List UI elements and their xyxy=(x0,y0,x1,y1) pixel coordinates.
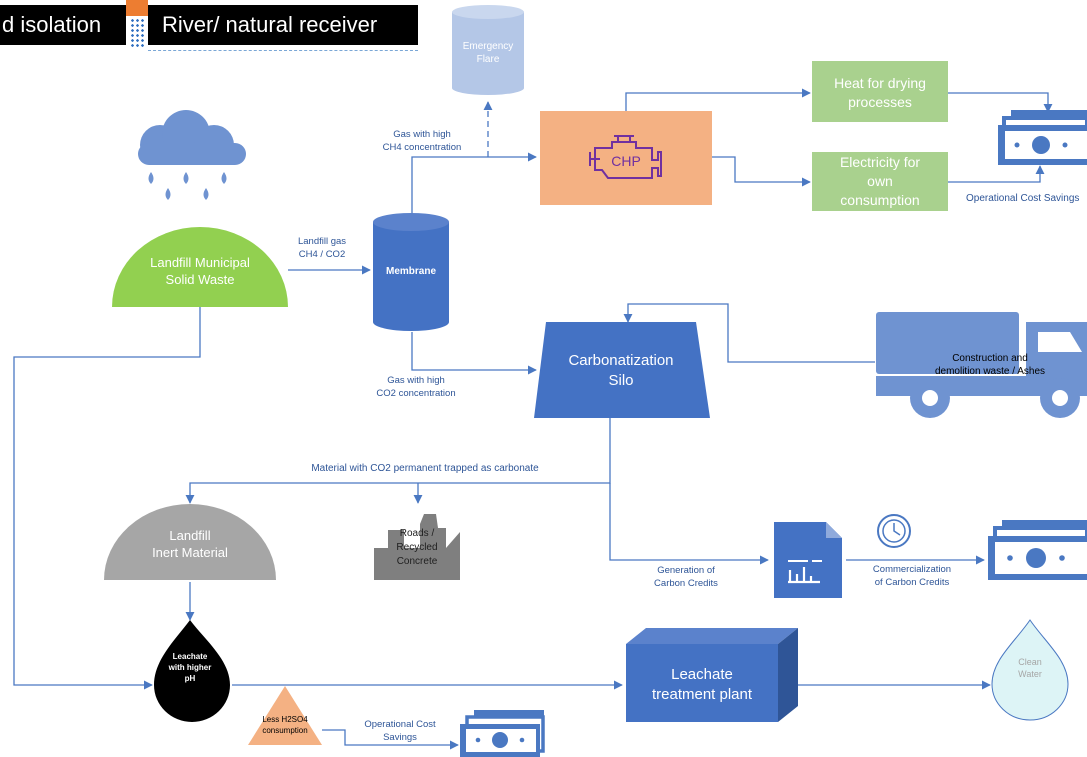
leachate-drop: Leachate with higher pH xyxy=(154,620,230,722)
heat-label-1: Heat for drying xyxy=(834,75,926,91)
commercialization-label-2: of Carbon Credits xyxy=(875,577,950,588)
h2so4-label-2: consumption xyxy=(262,726,307,735)
generation-credits-label-2: Carbon Credits xyxy=(654,578,718,589)
msw-label-2: Solid Waste xyxy=(166,272,235,287)
gas-co2-label-2: CO2 concentration xyxy=(376,388,455,399)
op-cost-bottom-label-2: Savings xyxy=(383,732,417,743)
truck-icon xyxy=(876,312,1087,418)
op-cost-bottom-label-1: Operational Cost xyxy=(364,719,436,730)
electricity-label-1: Electricity for xyxy=(840,154,920,170)
gas-ch4-label-2: CH4 concentration xyxy=(383,142,462,153)
emergency-flare: Emergency Flare xyxy=(452,5,524,95)
commercialization-label-1: Commercialization xyxy=(873,564,951,575)
arrow-silo-to-report xyxy=(609,483,769,565)
engine-icon xyxy=(589,135,662,179)
silo-label-1: Carbonatization xyxy=(568,352,673,369)
line-silo-down xyxy=(185,418,611,504)
arrow-chp-to-electricity xyxy=(712,156,811,187)
leachate-drop-label-3: pH xyxy=(185,674,196,683)
flare-label-1: Emergency xyxy=(463,41,514,52)
op-cost-top-label: Operational Cost Savings xyxy=(966,193,1079,204)
electricity-label-2: own xyxy=(867,173,893,189)
generation-credits-label-1: Generation of xyxy=(657,565,715,576)
dotted-icon xyxy=(130,18,146,48)
msw-label-1: Landfill Municipal xyxy=(150,255,250,270)
header-tab-right: River/ natural receiver xyxy=(148,5,418,45)
arrow-h2so4-to-money xyxy=(322,729,459,750)
landfill-msw: Landfill Municipal Solid Waste xyxy=(112,227,288,307)
leachate-drop-label-2: with higher xyxy=(168,663,212,672)
carbon-credit-report-icon xyxy=(774,522,842,598)
h2so4-label-1: Less H2SO4 xyxy=(262,715,308,724)
clock-icon xyxy=(877,514,911,548)
material-co2-label: Material with CO2 permanent trapped as c… xyxy=(311,463,539,474)
factory-icon xyxy=(374,514,460,580)
arrow-heat-to-money xyxy=(948,92,1053,113)
truck-label-1: Construction and xyxy=(952,353,1028,364)
arrow-electricity-to-money xyxy=(948,165,1045,183)
money-icon-middle xyxy=(988,520,1087,580)
header-divider xyxy=(148,50,418,51)
inert-label-2: Inert Material xyxy=(152,545,228,560)
truck-label-2: demolition waste / Ashes xyxy=(935,366,1045,377)
connectors xyxy=(13,88,1053,750)
clean-water-label-2: Water xyxy=(1018,669,1042,679)
flare-label-2: Flare xyxy=(477,54,500,65)
landfill-gas-label-2: CH4 / CO2 xyxy=(299,249,345,260)
leachate-treatment-plant: Leachate treatment plant xyxy=(626,628,798,722)
arrow-truck-to-silo xyxy=(623,303,875,363)
less-h2so4-triangle: Less H2SO4 consumption xyxy=(248,686,322,745)
orange-strip xyxy=(126,0,148,16)
money-icon-bottom xyxy=(460,710,545,757)
roads-label-3: Concrete xyxy=(397,556,438,567)
clean-water-drop: Clean Water xyxy=(991,619,1069,721)
header-tab-left: d isolation xyxy=(0,5,126,45)
arrow-membrane-to-silo xyxy=(411,332,537,375)
membrane-cylinder: Membrane xyxy=(373,213,449,331)
membrane-label: Membrane xyxy=(386,266,436,277)
gas-ch4-label-1: Gas with high xyxy=(393,129,451,140)
clean-water-label-1: Clean xyxy=(1018,657,1042,667)
money-icon-top xyxy=(998,110,1087,165)
plant-label-1: Leachate xyxy=(671,666,733,683)
chp-box: CHP xyxy=(540,111,712,205)
gas-co2-label-1: Gas with high xyxy=(387,375,445,386)
arrow-chp-to-heat xyxy=(625,88,811,111)
heat-box: Heat for drying processes xyxy=(812,61,948,122)
silo-label-2: Silo xyxy=(608,372,633,389)
plant-label-2: treatment plant xyxy=(652,686,753,703)
chp-label: CHP xyxy=(611,153,641,169)
rain-cloud-icon xyxy=(138,110,246,200)
carbonatization-silo: Carbonatization Silo xyxy=(534,322,710,418)
electricity-box: Electricity for own consumption xyxy=(812,152,948,211)
arrow-membrane-to-chp xyxy=(411,152,537,214)
roads-label-2: Recycled xyxy=(396,542,437,553)
inert-label-1: Landfill xyxy=(169,528,210,543)
leachate-drop-label-1: Leachate xyxy=(173,652,208,661)
landfill-gas-label-1: Landfill gas xyxy=(298,236,346,247)
electricity-label-3: consumption xyxy=(840,192,919,208)
arrow-msw-to-leachate xyxy=(13,307,201,690)
landfill-inert: Landfill Inert Material xyxy=(104,504,276,580)
heat-label-2: processes xyxy=(848,94,912,110)
roads-label-1: Roads / xyxy=(400,528,435,539)
